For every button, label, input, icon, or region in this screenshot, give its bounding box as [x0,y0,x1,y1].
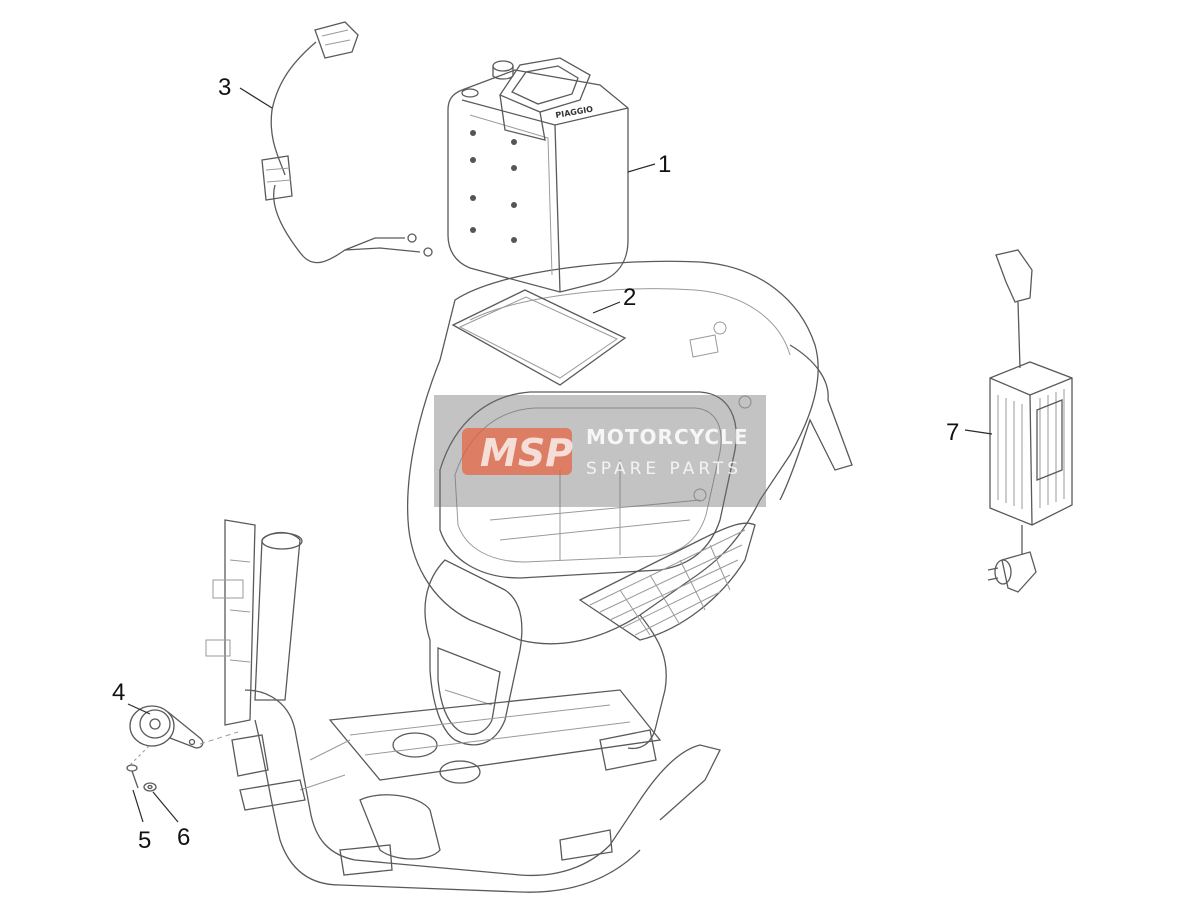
washer-part [143,782,157,792]
wiring-harness-part [261,21,433,264]
callout-2: 2 [623,284,636,311]
callout-1: 1 [658,151,671,178]
callout-7: 7 [946,419,959,446]
watermark-logo-badge [462,428,572,475]
callout-4: 4 [112,679,125,706]
screw-part [126,744,151,789]
watermark-subtitle: SPARE PARTS [586,459,742,479]
watermark-logo: MSP [480,431,573,475]
callout-5: 5 [138,827,151,854]
watermark: MSP MOTORCYCLE SPARE PARTS [434,395,766,507]
callout-3: 3 [218,74,231,101]
scooter-body-drawing [205,260,853,893]
callout-leaders [127,87,993,823]
battery-part: PIAGGIO [447,57,629,293]
callout-6: 6 [177,824,190,851]
watermark-title: MOTORCYCLE [586,425,748,449]
battery-pad-part [451,289,627,386]
battery-charger-part [987,249,1073,593]
callout-labels: 1 2 3 4 5 6 7 [112,74,959,854]
horn-part [129,705,239,749]
